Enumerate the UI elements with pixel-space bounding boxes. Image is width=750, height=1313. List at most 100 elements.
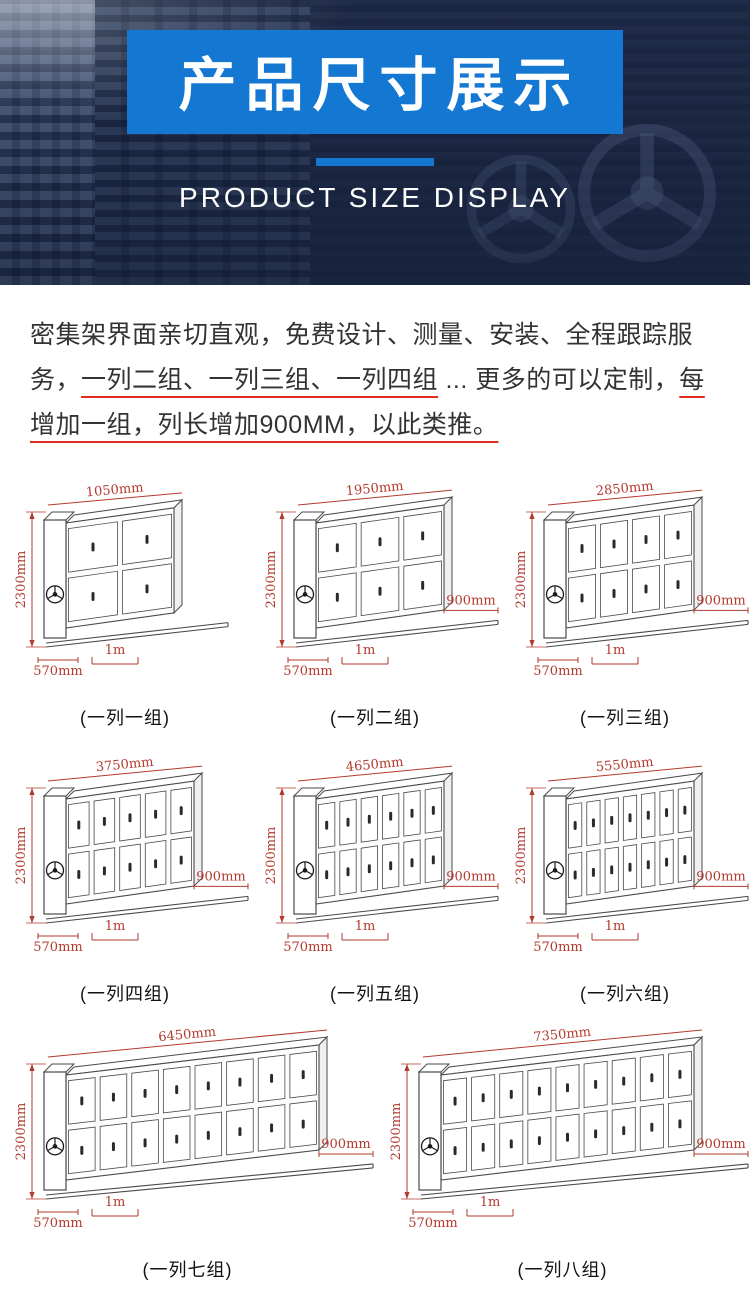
diagram-caption: (一列五组) <box>330 984 420 1004</box>
floor-rail <box>45 895 249 920</box>
height-dimension-label: 2300mm <box>514 551 529 609</box>
door-handle-icon <box>421 580 425 590</box>
door-handle-icon <box>644 584 648 594</box>
door-handle-icon <box>154 859 158 869</box>
width-dimension-label: 3750mm <box>95 755 154 775</box>
height-dimension-label: 2300mm <box>264 827 279 885</box>
door-handle-icon <box>665 857 669 867</box>
rail-dimension-label: 1m <box>105 1195 126 1210</box>
door-handle-icon <box>628 862 632 872</box>
extension-dimension-label: 900mm <box>446 869 495 884</box>
door-handle-icon <box>622 1126 626 1136</box>
door-handle-icon <box>301 1119 305 1129</box>
height-dimension-label: 2300mm <box>264 551 279 609</box>
floor-rail <box>545 619 749 644</box>
door-handle-icon <box>206 1081 210 1091</box>
door-handle-icon <box>509 1139 513 1149</box>
door-handle-icon <box>646 860 650 870</box>
door-handle-icon <box>335 543 339 553</box>
door-handle-icon <box>102 816 106 826</box>
door-handle-icon <box>111 1142 115 1152</box>
depth-dimension-label: 570mm <box>533 664 582 679</box>
door-handle-icon <box>591 867 595 877</box>
rail-dimension-label: 1m <box>105 919 126 934</box>
door-handle-icon <box>481 1093 485 1103</box>
intro-segment: 密集架界面亲切直观，免费设计、测量、安装、全程跟踪服务， <box>30 321 694 394</box>
door-handle-icon <box>610 865 614 875</box>
depth-dimension-label: 570mm <box>408 1216 457 1231</box>
extension-dimension-label: 900mm <box>321 1137 370 1152</box>
door-handle-icon <box>537 1086 541 1096</box>
door-handle-icon <box>612 589 616 599</box>
extension-dimension-label: 900mm <box>696 593 745 608</box>
door-handle-icon <box>179 855 183 865</box>
door-handle-icon <box>128 813 132 823</box>
floor-rail <box>545 895 749 920</box>
door-handle-icon <box>175 1134 179 1144</box>
door-handle-icon <box>676 580 680 590</box>
width-dimension-label: 1950mm <box>345 479 404 499</box>
door-handle-icon <box>270 1073 274 1083</box>
door-handle-icon <box>102 866 106 876</box>
diagram-caption: (一列二组) <box>330 708 420 728</box>
door-handle-icon <box>410 808 414 818</box>
floor-rail <box>45 1163 374 1196</box>
depth-dimension-label: 570mm <box>33 1216 82 1231</box>
width-dimension-label: 2850mm <box>595 479 654 499</box>
door-handle-icon <box>367 814 371 824</box>
depth-dimension-label: 570mm <box>33 940 82 955</box>
door-handle-icon <box>537 1136 541 1146</box>
width-dimension-label: 7350mm <box>533 1025 592 1045</box>
height-dimension-label: 2300mm <box>14 551 29 609</box>
floor-rail <box>45 622 229 644</box>
door-handle-icon <box>678 1069 682 1079</box>
door-handle-icon <box>481 1142 485 1152</box>
door-handle-icon <box>612 539 616 549</box>
end-panel <box>418 1071 442 1191</box>
door-handle-icon <box>325 820 329 830</box>
depth-dimension-label: 570mm <box>33 664 82 679</box>
door-handle-icon <box>678 1119 682 1129</box>
rail-dimension-label: 1m <box>105 643 126 658</box>
diagram-caption: (一列一组) <box>80 708 170 728</box>
end-panel <box>43 519 67 639</box>
door-handle-icon <box>143 1138 147 1148</box>
door-handle-icon <box>683 855 687 865</box>
title-box: 产品尺寸展示 <box>127 30 623 134</box>
height-dimension-label: 2300mm <box>14 1103 29 1161</box>
door-handle-icon <box>346 867 350 877</box>
door-handle-icon <box>509 1089 513 1099</box>
width-dimension-label: 1050mm <box>85 480 144 500</box>
end-panel <box>543 519 567 639</box>
door-handle-icon <box>610 815 614 825</box>
intro-paragraph: 密集架界面亲切直观，免费设计、测量、安装、全程跟踪服务，一列二组、一列三组、一列… <box>30 313 720 448</box>
diagram-cell: 1050mm 2300mm 570mm 1m (一列一组) <box>0 462 250 730</box>
door-handle-icon <box>646 810 650 820</box>
door-handle-icon <box>573 820 577 830</box>
door-handle-icon <box>431 805 435 815</box>
door-handle-icon <box>143 1088 147 1098</box>
door-handle-icon <box>111 1092 115 1102</box>
door-handle-icon <box>580 544 584 554</box>
door-handle-icon <box>80 1145 84 1155</box>
end-panel <box>543 795 567 915</box>
header-content: 产品尺寸展示 PRODUCT SIZE DISPLAY <box>0 0 750 214</box>
floor-rail <box>295 895 499 920</box>
diagram-caption: (一列三组) <box>580 708 670 728</box>
width-dimension-label: 5550mm <box>595 755 654 775</box>
door-handle-icon <box>325 870 329 880</box>
door-handle-icon <box>238 1127 242 1137</box>
door-handle-icon <box>683 805 687 815</box>
extension-dimension-label: 900mm <box>696 869 745 884</box>
door-handle-icon <box>421 531 425 541</box>
door-handle-icon <box>335 592 339 602</box>
door-handle-icon <box>622 1076 626 1086</box>
diagram-caption: (一列六组) <box>580 984 670 1004</box>
